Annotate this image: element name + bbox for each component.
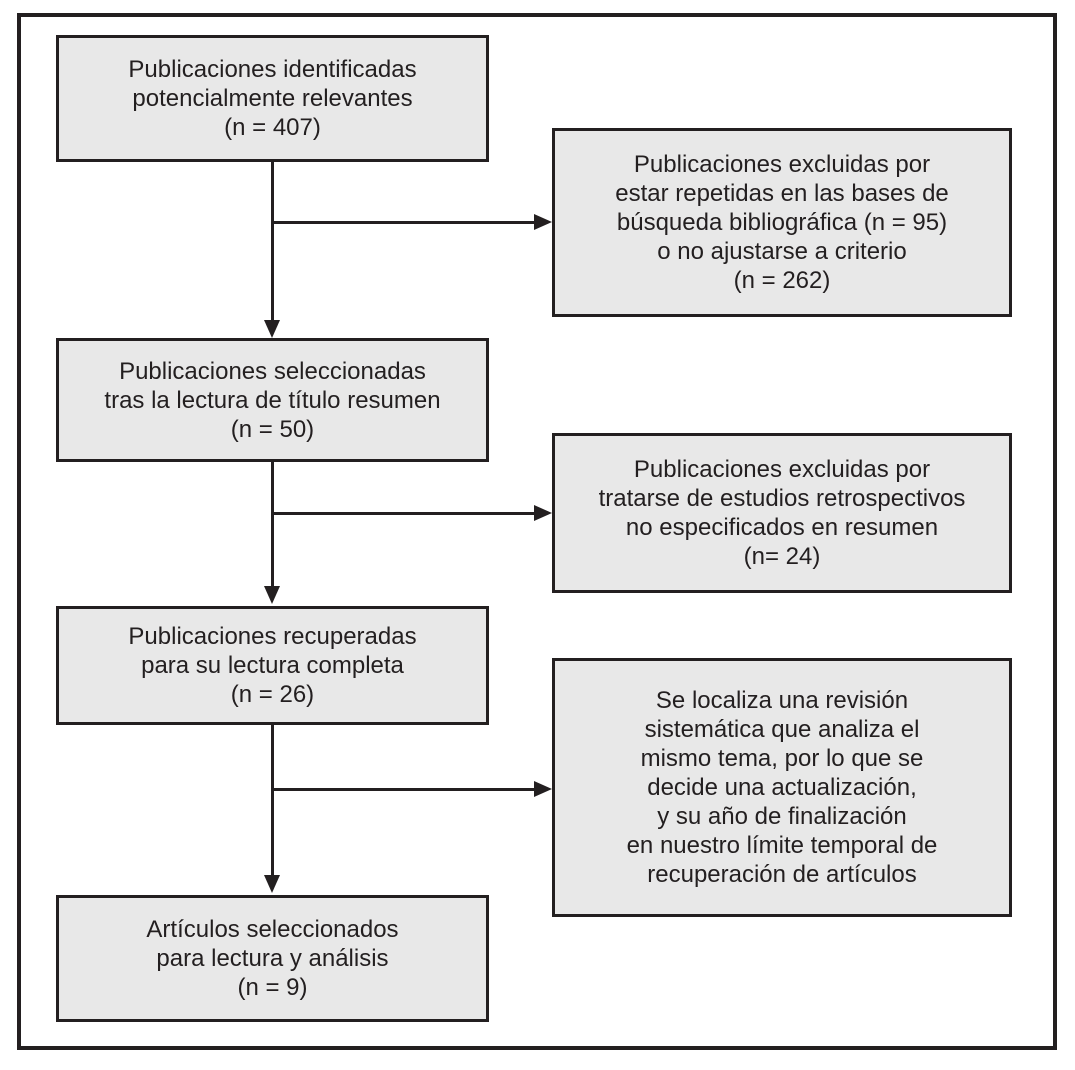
connector-selected-to-retrieved-line [271, 462, 274, 588]
arrowhead-down-icon [264, 875, 280, 893]
box-publications-selected-title-abstract: Publicaciones seleccionadas tras la lect… [56, 338, 489, 462]
connector-retrieved-to-final-line [271, 725, 274, 877]
arrowhead-right-icon [534, 781, 552, 797]
figure-frame [17, 13, 1057, 1050]
box-publications-excluded-duplicates: Publicaciones excluidas por estar repeti… [552, 128, 1012, 317]
branch-to-systematic-review-note-line [272, 788, 538, 791]
connector-identified-to-selected-line [271, 162, 274, 322]
arrowhead-right-icon [534, 505, 552, 521]
box-systematic-review-note: Se localiza una revisión sistemática que… [552, 658, 1012, 917]
box-publications-identified: Publicaciones identificadas potencialmen… [56, 35, 489, 162]
arrowhead-right-icon [534, 214, 552, 230]
box-publications-retrieved-fulltext: Publicaciones recuperadas para su lectur… [56, 606, 489, 725]
branch-to-excluded-duplicates-line [272, 221, 538, 224]
arrowhead-down-icon [264, 586, 280, 604]
box-publications-excluded-retrospective: Publicaciones excluidas por tratarse de … [552, 433, 1012, 593]
arrowhead-down-icon [264, 320, 280, 338]
box-articles-final-selected: Artículos seleccionados para lectura y a… [56, 895, 489, 1022]
branch-to-excluded-retrospective-line [272, 512, 538, 515]
